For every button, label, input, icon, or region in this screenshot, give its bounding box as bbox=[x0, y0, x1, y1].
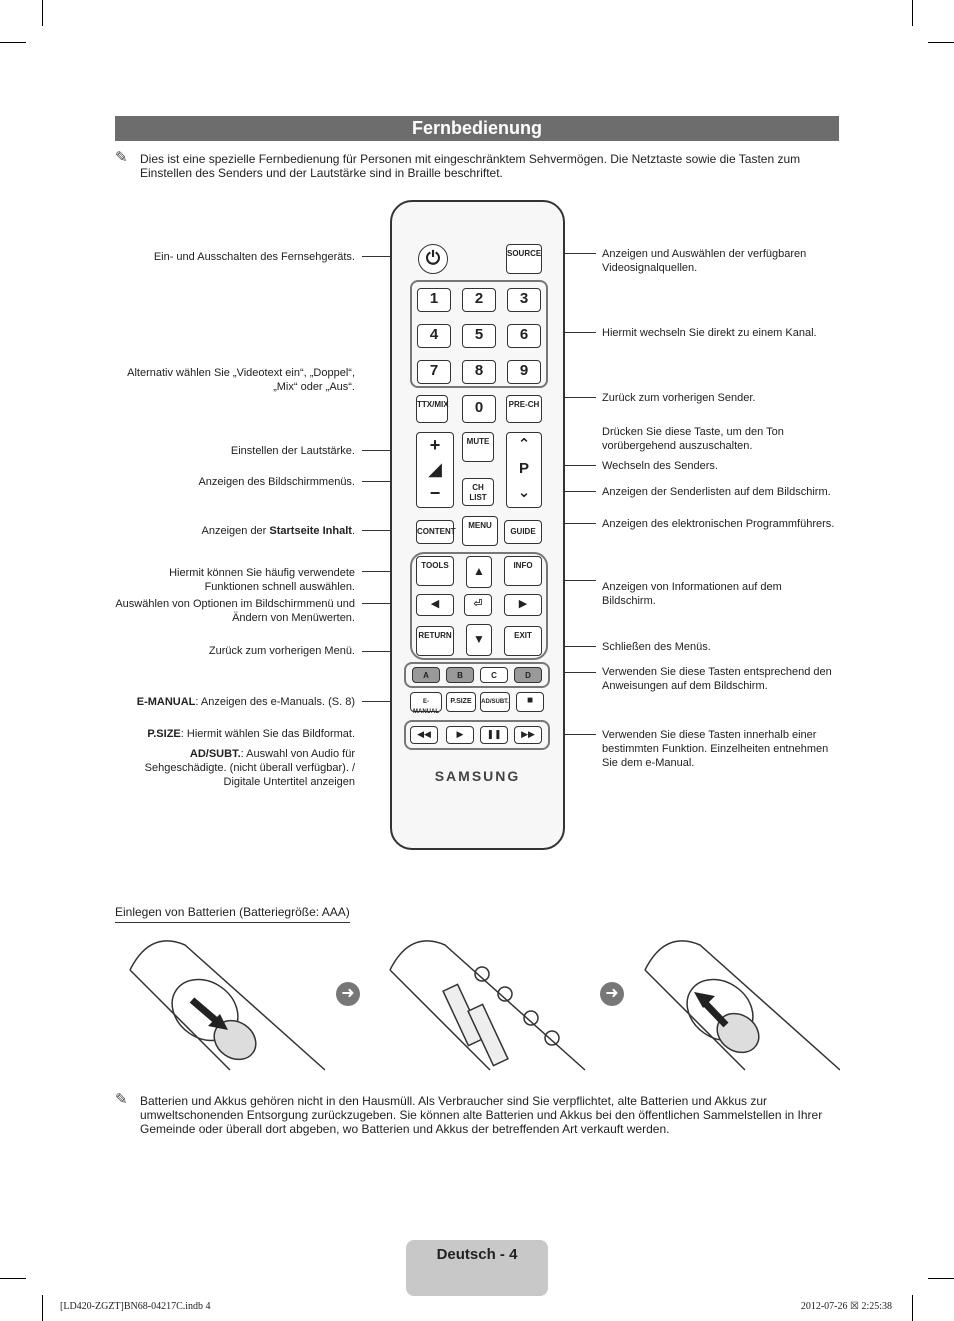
color-a-button[interactable]: A bbox=[412, 667, 440, 683]
intro-note: Dies ist eine spezielle Fernbedienung fü… bbox=[140, 152, 801, 180]
label-emanual: E-MANUAL: Anzeigen des e-Manuals. (S. 8) bbox=[115, 695, 355, 709]
digit-5-button[interactable]: 5 bbox=[462, 324, 496, 348]
info-button[interactable]: INFO bbox=[504, 556, 542, 586]
label-content-bold: Startseite Inhalt bbox=[269, 525, 352, 537]
label-adsubt: AD/SUBT.: Auswahl von Audio für Sehgesch… bbox=[115, 747, 355, 789]
media-keys bbox=[404, 720, 550, 750]
label-power: Ein- und Ausschalten des Fernsehgeräts. bbox=[153, 251, 355, 263]
color-b-button[interactable]: B bbox=[446, 667, 474, 683]
menu-button[interactable]: MENU bbox=[462, 516, 498, 546]
arrow-left-button[interactable]: ◀ bbox=[416, 594, 454, 616]
note-pencil-icon: ✎ bbox=[115, 149, 128, 166]
volume-down-icon: − bbox=[429, 483, 441, 503]
label-prech: Zurück zum vorherigen Sender. bbox=[602, 392, 756, 404]
color-keys bbox=[404, 662, 550, 688]
label-media: Verwenden Sie diese Tasten innerhalb ein… bbox=[602, 729, 829, 769]
label-content-prefix: Anzeigen der bbox=[201, 525, 270, 537]
digit-1-button[interactable]: 1 bbox=[417, 288, 451, 312]
p-size-button[interactable]: P.SIZE bbox=[446, 692, 476, 712]
page-title: Fernbedienung bbox=[115, 116, 839, 141]
label-channel: Wechseln des Senders. bbox=[602, 460, 718, 472]
footer-timestamp: 2012-07-26 ☒ 2:25:38 bbox=[800, 1301, 892, 1312]
digit-7-button[interactable]: 7 bbox=[417, 360, 451, 384]
label-volume: Einstellen der Lautstärke. bbox=[230, 445, 355, 457]
digit-6-button[interactable]: 6 bbox=[507, 324, 541, 348]
fast-forward-button[interactable]: ▶▶ bbox=[514, 726, 542, 744]
label-menu: Anzeigen des Bildschirmmenüs. bbox=[198, 476, 355, 488]
stop-button[interactable]: ■ bbox=[516, 692, 544, 712]
label-chlist: Anzeigen der Senderlisten auf dem Bildsc… bbox=[602, 486, 831, 498]
number-pad bbox=[410, 280, 548, 388]
rewind-button[interactable]: ◀◀ bbox=[410, 726, 438, 744]
label-exit: Schließen des Menüs. bbox=[602, 641, 711, 653]
source-button[interactable]: SOURCE bbox=[506, 244, 542, 274]
brand-logo: SAMSUNG bbox=[434, 768, 521, 784]
power-button[interactable]: ⏻ bbox=[418, 244, 448, 274]
play-button[interactable]: ▶ bbox=[446, 726, 474, 744]
label-psize-bold: P.SIZE bbox=[147, 728, 181, 740]
label-tools: Hiermit können Sie häufig verwendete Fun… bbox=[169, 567, 355, 593]
label-numbers: Hiermit wechseln Sie direkt zu einem Kan… bbox=[602, 327, 817, 339]
label-guide: Anzeigen des elektronischen Programmführ… bbox=[602, 518, 835, 530]
digit-3-button[interactable]: 3 bbox=[507, 288, 541, 312]
label-nav: Auswählen von Optionen im Bildschirmmenü… bbox=[115, 598, 355, 624]
label-content: Anzeigen der Startseite Inhalt. bbox=[115, 524, 355, 538]
arrow-up-button[interactable]: ▲ bbox=[466, 556, 492, 588]
label-return: Zurück zum vorherigen Menü. bbox=[208, 645, 355, 657]
arrow-down-button[interactable]: ▼ bbox=[466, 624, 492, 656]
remote-control: ⏻ SOURCE 1 2 3 4 5 6 7 8 9 TTX/MIX 0 PRE… bbox=[390, 200, 565, 850]
ad-subt-button[interactable]: AD/SUBT. bbox=[480, 692, 510, 712]
color-d-button[interactable]: D bbox=[514, 667, 542, 683]
chevron-up-icon: ⌃ bbox=[517, 436, 531, 453]
label-emanual-text: : Anzeigen des e-Manuals. (S. 8) bbox=[195, 696, 355, 708]
ttx-mix-button[interactable]: TTX/MIX bbox=[416, 395, 449, 423]
volume-icon: ◢ bbox=[428, 459, 442, 479]
digit-9-button[interactable]: 9 bbox=[507, 360, 541, 384]
label-adsubt-bold: AD/SUBT. bbox=[189, 748, 241, 760]
note-pencil-icon: ✎ bbox=[115, 1091, 128, 1108]
enter-button[interactable]: ⏎ bbox=[464, 594, 492, 616]
chevron-down-icon: ⌄ bbox=[517, 484, 531, 501]
channel-p-label: P bbox=[518, 460, 529, 477]
label-info: Anzeigen von Informationen auf dem Bilds… bbox=[602, 581, 782, 607]
navigation-cluster bbox=[410, 552, 548, 660]
ch-list-button[interactable]: CH LIST bbox=[462, 478, 494, 506]
battery-note: Batterien und Akkus gehören nicht in den… bbox=[140, 1094, 823, 1136]
pause-button[interactable]: ❚❚ bbox=[480, 726, 508, 744]
color-c-button[interactable]: C bbox=[480, 667, 508, 683]
label-ttx: Alternativ wählen Sie „Videotext ein“, „… bbox=[127, 367, 355, 393]
page-number-tab: Deutsch - 4 bbox=[406, 1240, 548, 1296]
arrow-right-icon: ➜ bbox=[336, 982, 360, 1006]
digit-0-button[interactable]: 0 bbox=[462, 395, 496, 423]
return-button[interactable]: RETURN bbox=[416, 626, 454, 656]
label-colors: Verwenden Sie diese Tasten entsprechend … bbox=[602, 666, 832, 692]
label-source: Anzeigen und Auswählen der verfügbaren V… bbox=[602, 248, 807, 274]
arrow-right-button[interactable]: ▶ bbox=[504, 594, 542, 616]
battery-heading: Einlegen von Batterien (Batteriegröße: A… bbox=[115, 905, 350, 923]
label-mute: Drücken Sie diese Taste, um den Ton vorü… bbox=[602, 426, 784, 452]
label-psize-text: : Hiermit wählen Sie das Bildformat. bbox=[180, 728, 355, 740]
guide-button[interactable]: GUIDE bbox=[504, 520, 542, 544]
content-button[interactable]: CONTENT bbox=[416, 520, 456, 544]
digit-8-button[interactable]: 8 bbox=[462, 360, 496, 384]
label-content-suffix: . bbox=[351, 525, 355, 537]
pre-ch-button[interactable]: PRE-CH bbox=[506, 395, 542, 423]
label-psize: P.SIZE: Hiermit wählen Sie das Bildforma… bbox=[115, 727, 355, 741]
tools-button[interactable]: TOOLS bbox=[416, 556, 454, 586]
digit-4-button[interactable]: 4 bbox=[417, 324, 451, 348]
volume-rocker[interactable]: + ◢ − bbox=[416, 432, 454, 508]
channel-rocker[interactable]: ⌃ P ⌄ bbox=[506, 432, 542, 508]
footer-file-info: [LD420-ZGZT]BN68-04217C.indb 4 bbox=[60, 1301, 211, 1312]
arrow-right-icon: ➜ bbox=[600, 982, 624, 1006]
volume-up-icon: + bbox=[429, 435, 441, 455]
exit-button[interactable]: EXIT bbox=[504, 626, 542, 656]
mute-button[interactable]: MUTE bbox=[462, 432, 494, 462]
label-adsubt-text: : Auswahl von Audio für Sehgeschädigte. … bbox=[144, 748, 355, 788]
e-manual-button[interactable]: E-MANUAL bbox=[410, 692, 442, 715]
battery-illustrations bbox=[129, 940, 840, 1071]
digit-2-button[interactable]: 2 bbox=[462, 288, 496, 312]
label-emanual-bold: E-MANUAL bbox=[136, 696, 196, 708]
